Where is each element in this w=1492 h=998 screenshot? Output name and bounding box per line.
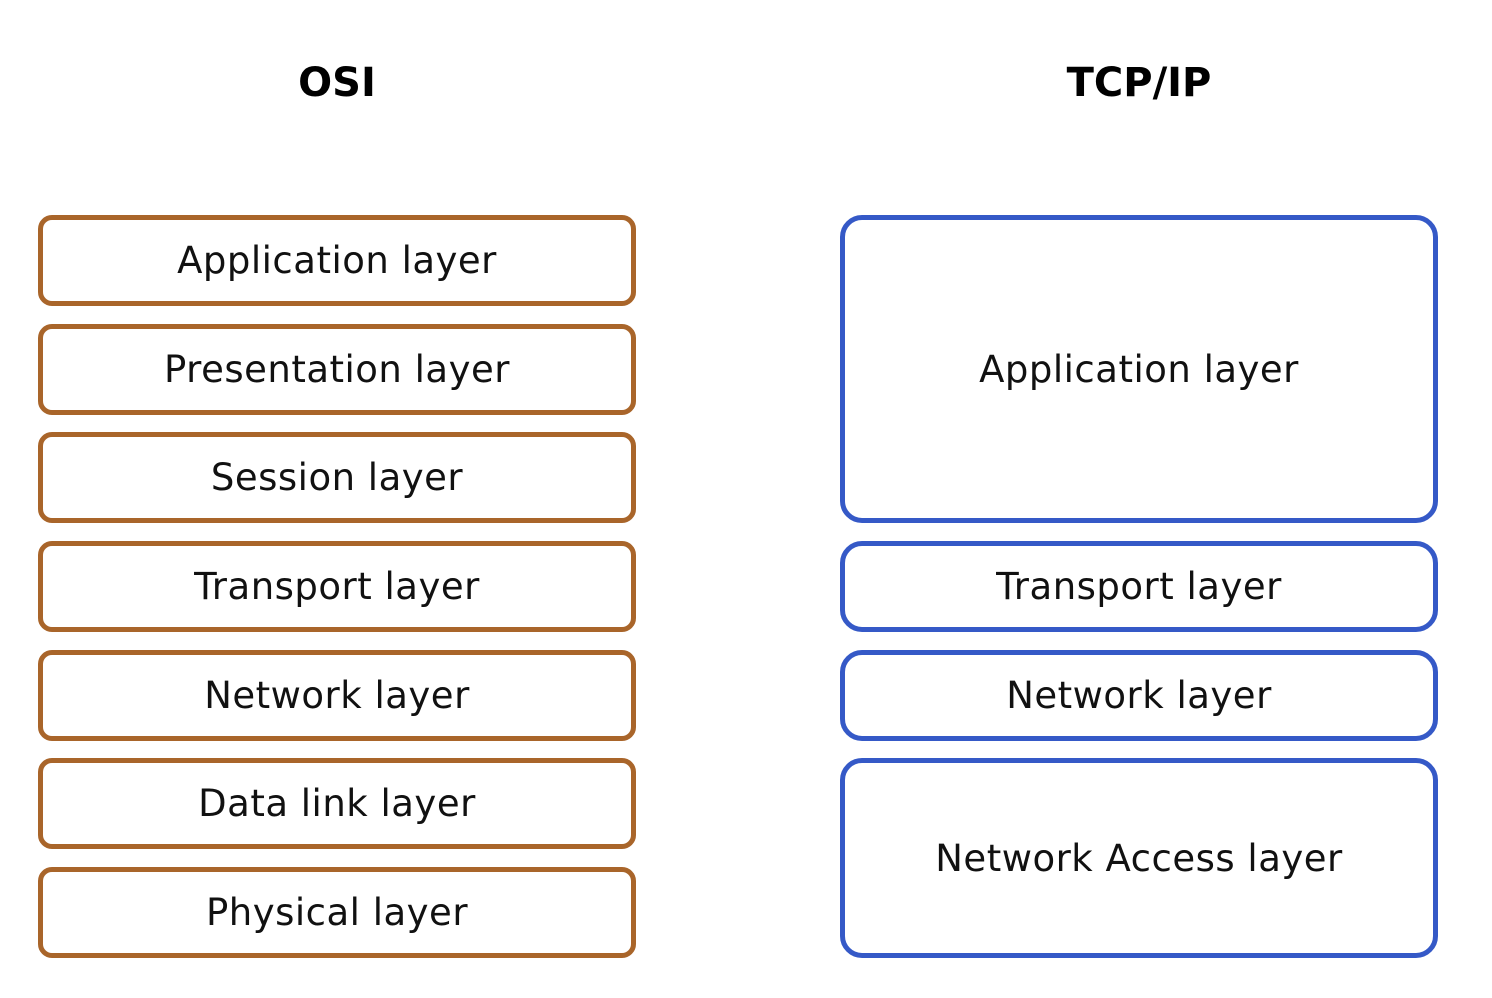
- osi-title: OSI: [298, 60, 376, 106]
- osi-presentation-layer: Presentation layer: [38, 324, 636, 415]
- osi-application-layer: Application layer: [38, 215, 636, 306]
- osi-physical-layer: Physical layer: [38, 867, 636, 958]
- osi-data-link-layer: Data link layer: [38, 758, 636, 849]
- tcpip-transport-layer: Transport layer: [840, 541, 1438, 632]
- osi-network-layer: Network layer: [38, 650, 636, 741]
- tcpip-application-layer: Application layer: [840, 215, 1438, 523]
- osi-transport-layer: Transport layer: [38, 541, 636, 632]
- tcpip-title: TCP/IP: [1066, 60, 1212, 106]
- tcpip-network-access-layer: Network Access layer: [840, 758, 1438, 958]
- tcpip-network-layer: Network layer: [840, 650, 1438, 741]
- osi-session-layer: Session layer: [38, 432, 636, 523]
